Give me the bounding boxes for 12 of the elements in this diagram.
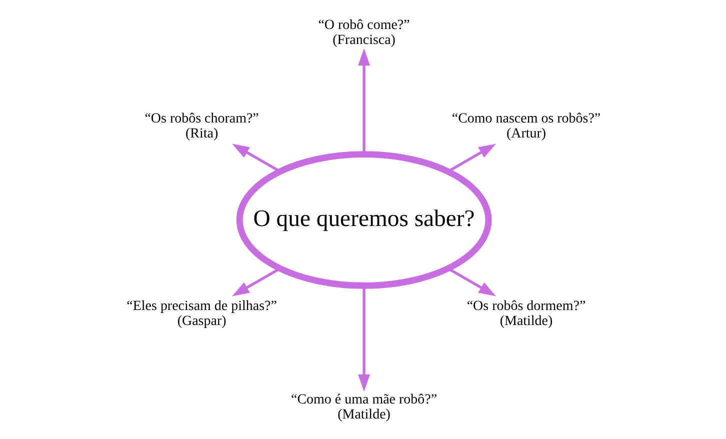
node-text: “Como é uma mãe robô?” (Matilde) — [290, 392, 437, 422]
node-text: “Os robôs dormem?” (Matilde) — [466, 298, 586, 328]
arrow — [446, 266, 496, 296]
node-text: “Eles precisam de pilhas?” (Gaspar) — [126, 298, 276, 328]
arrow — [232, 266, 280, 296]
arrow — [358, 286, 370, 392]
arrow — [358, 48, 370, 154]
arrow — [446, 143, 496, 172]
node-text: “Como nascem os robôs?” (Artur) — [451, 110, 600, 142]
arrow — [232, 143, 280, 172]
node-text: “O robô come?” (Francisca) — [318, 17, 410, 48]
node-text: “Os robôs choram?” (Rita) — [144, 110, 258, 142]
